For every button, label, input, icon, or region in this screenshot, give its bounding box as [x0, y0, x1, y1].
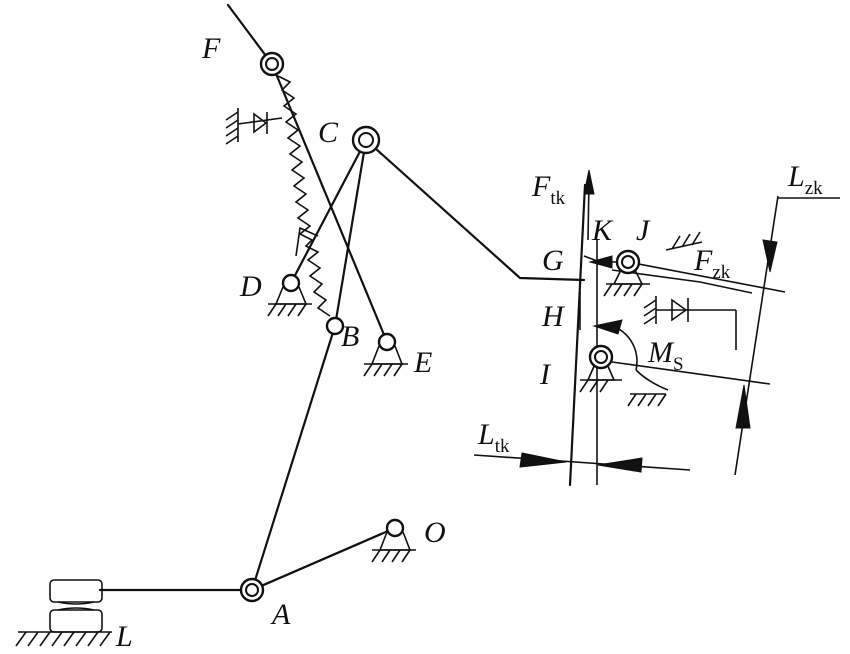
- joints: [239, 51, 641, 603]
- label-f-tk: Ftk: [531, 170, 566, 209]
- dimension-l-zk: [734, 195, 840, 476]
- support-o: [371, 531, 416, 563]
- force-labels: Ftk Fzk MS Ltk Lzk: [477, 160, 823, 457]
- support-d: [267, 286, 312, 317]
- label-l-zk: Lzk: [787, 160, 823, 199]
- joint-c: [351, 125, 381, 155]
- label-f-zk: Fzk: [693, 244, 731, 283]
- joint-d: [281, 273, 301, 293]
- label-a: A: [270, 598, 291, 631]
- label-e: E: [413, 346, 432, 379]
- link-f-e: [270, 62, 389, 344]
- support-e: [363, 345, 408, 377]
- arrow-l-tk-right: [597, 457, 643, 473]
- damper-upper: [225, 108, 283, 145]
- dimension-l-tk: [473, 452, 691, 473]
- link-b-a: [250, 324, 337, 592]
- links: [98, 3, 586, 592]
- latch-bar: [568, 183, 587, 487]
- label-o: O: [424, 516, 446, 549]
- arrow-f-tk: [583, 169, 595, 195]
- label-j: J: [636, 214, 651, 247]
- link-a-o: [250, 526, 397, 592]
- joint-o: [385, 518, 405, 538]
- joint-e: [377, 332, 397, 352]
- joint-a: [239, 577, 265, 603]
- joint-f: [259, 51, 285, 77]
- label-g: G: [542, 244, 564, 277]
- joint-j: [615, 249, 641, 275]
- label-m-s: MS: [647, 336, 684, 375]
- label-k: K: [591, 214, 614, 247]
- latch-mechanism: [568, 169, 786, 487]
- link-c-b: [333, 138, 368, 328]
- link-c-d: [289, 138, 368, 285]
- arrow-l-tk-left: [519, 452, 567, 468]
- label-l: L: [115, 620, 133, 653]
- label-c: C: [318, 116, 339, 149]
- point-labels: F C D B E A O L G H I K J: [115, 32, 651, 653]
- label-h: H: [541, 300, 566, 333]
- label-b: B: [341, 320, 359, 353]
- label-i: I: [539, 358, 552, 391]
- slider-l: [15, 579, 112, 647]
- joint-i: [588, 344, 614, 370]
- joint-b: [325, 316, 345, 336]
- link-c-g: [364, 138, 586, 282]
- spring: [277, 75, 331, 317]
- label-d: D: [239, 270, 262, 303]
- link-f-upper: [226, 3, 274, 66]
- moment-arc: [605, 323, 638, 371]
- label-f: F: [201, 32, 221, 65]
- label-l-tk: Ltk: [477, 418, 510, 457]
- spring-bracket: [295, 226, 319, 257]
